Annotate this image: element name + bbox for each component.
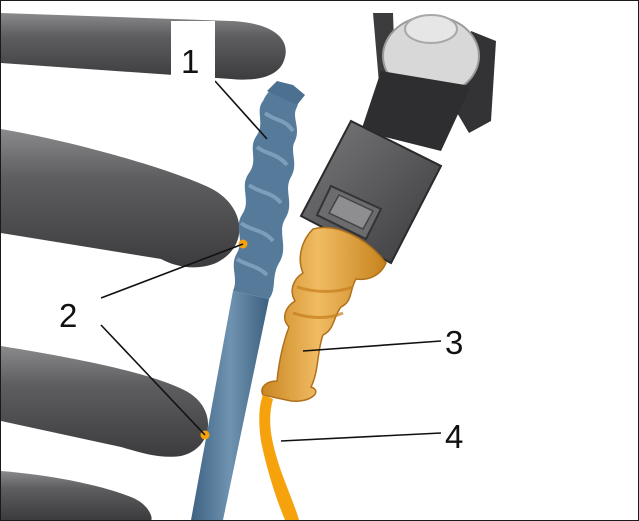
leader-lines [100,80,442,442]
spring-coil-2 [1,129,240,268]
connector-neck [361,71,471,151]
connector-ball-top [404,14,458,44]
rubber-boot [261,226,387,402]
leader-line-2-lower [100,324,206,436]
connector-bracket-right [456,31,496,133]
callout-2-label: 2 [59,297,77,334]
boot-ribs [292,285,354,319]
connector-housing [299,13,496,265]
leader-line-2-upper [100,243,244,299]
drill-bit-shank [191,291,269,520]
drill-bit-highlight [235,111,295,277]
leader-line-3 [302,340,442,352]
leader-line-4 [280,432,442,442]
boot-shape [261,226,387,402]
drill-bit-tip [267,81,305,105]
callout-3-label: 3 [445,324,463,361]
spring-coil-3 [1,346,209,457]
callout-1-label: 1 [181,43,199,80]
connector-latch-inner [327,194,375,230]
drill-bit [191,81,305,520]
spring-coil-4 [1,471,152,520]
connector-body [299,119,443,265]
leader-line-1 [214,80,268,140]
wire [259,395,299,520]
callout-1-background [171,21,215,83]
coil-spring [1,13,286,520]
spring-coil-1 [1,13,286,80]
callout-4-label: 4 [445,418,463,455]
